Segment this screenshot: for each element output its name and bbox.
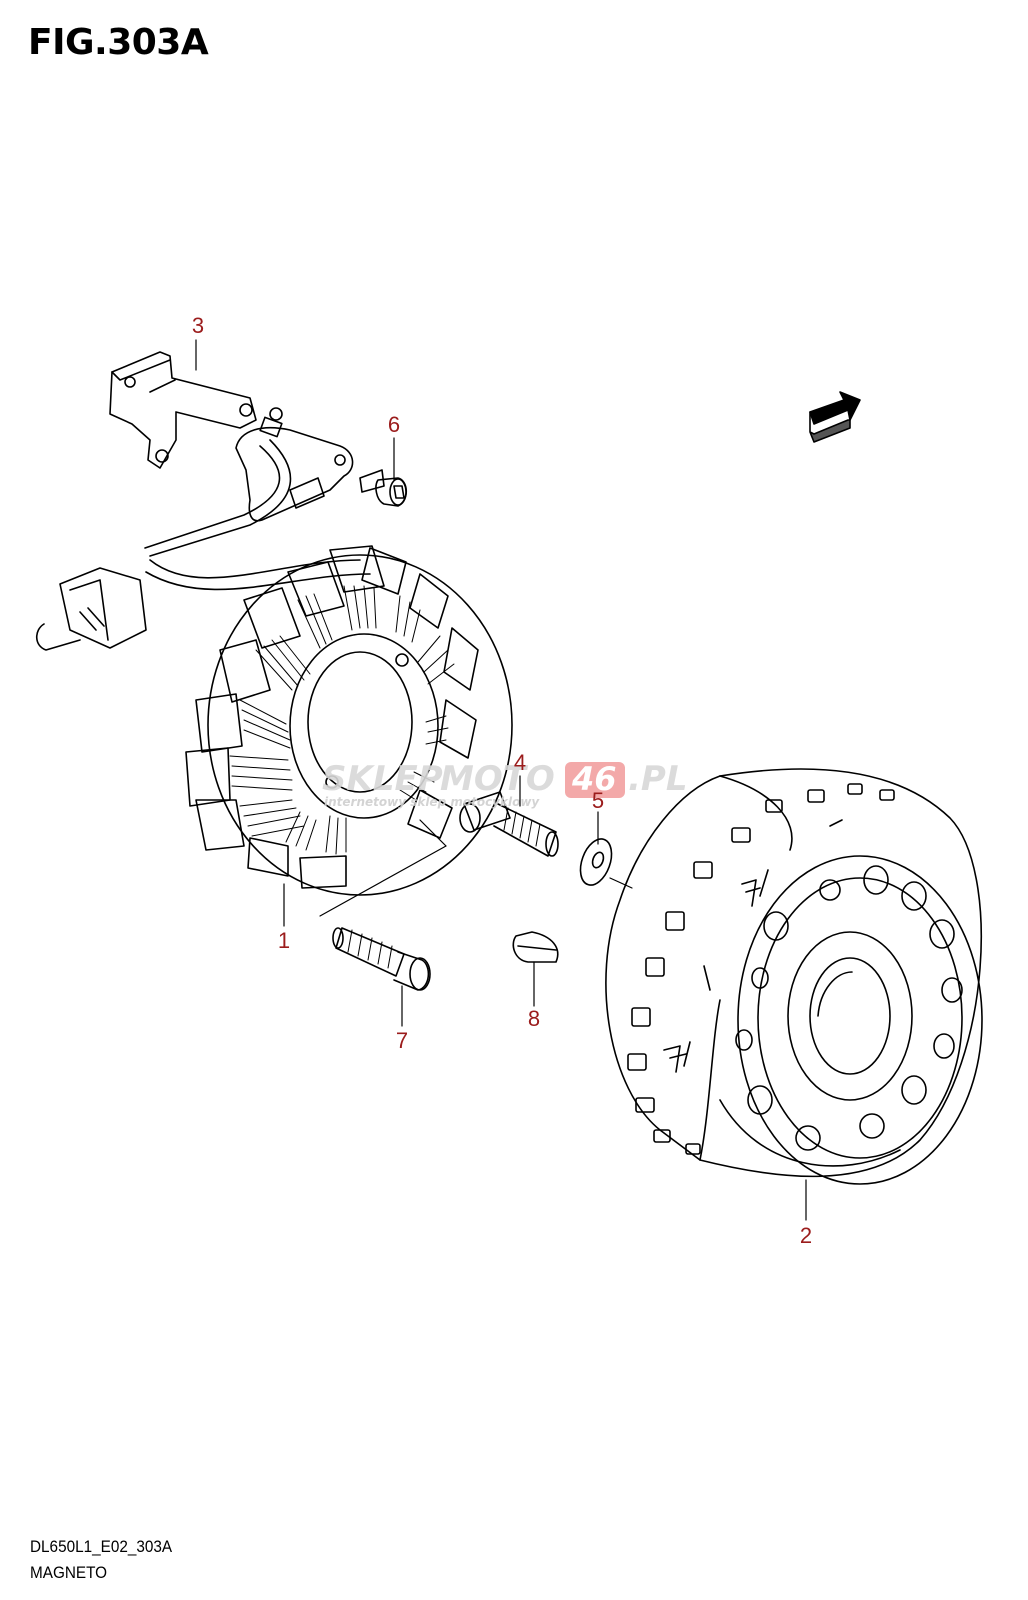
part-1-stator [185,545,513,896]
callout-6: 6 [388,412,400,437]
part-6-bolt [359,469,408,507]
callout-7: 7 [396,1028,408,1053]
front-direction-arrow-icon [809,391,861,443]
watermark-moto: MOTO [440,759,555,799]
figure-name: MAGNETO [30,1563,108,1582]
figure-code: DL650L1_E02_303A [30,1537,173,1556]
watermark-badge [565,762,625,798]
watermark: SKLEP MOTO 46 .PL internetowy sklep moto… [322,759,688,809]
callout-1: 1 [278,928,290,953]
callouts: 3 6 4 5 1 8 7 2 [192,313,812,1248]
callout-2: 2 [800,1223,812,1248]
callout-4: 4 [514,750,526,775]
watermark-domain: .PL [628,759,688,799]
part-7-bolt [332,927,431,991]
callout-8: 8 [528,1006,540,1031]
callout-3: 3 [192,313,204,338]
leader-lines [195,339,807,1221]
watermark-number: 46 [571,760,617,798]
part-2-flywheel [605,768,983,1185]
part-4-bolt [459,791,559,857]
watermark-subtitle: internetowy sklep motocyklowy [324,795,540,809]
callout-5: 5 [592,788,604,813]
part-3-bracket-harness [35,351,371,651]
figure-title: FIG.303A [28,22,209,63]
watermark-sklep: SKLEP [322,759,443,799]
part-8-key [512,931,559,963]
part-5-washer [579,838,613,886]
